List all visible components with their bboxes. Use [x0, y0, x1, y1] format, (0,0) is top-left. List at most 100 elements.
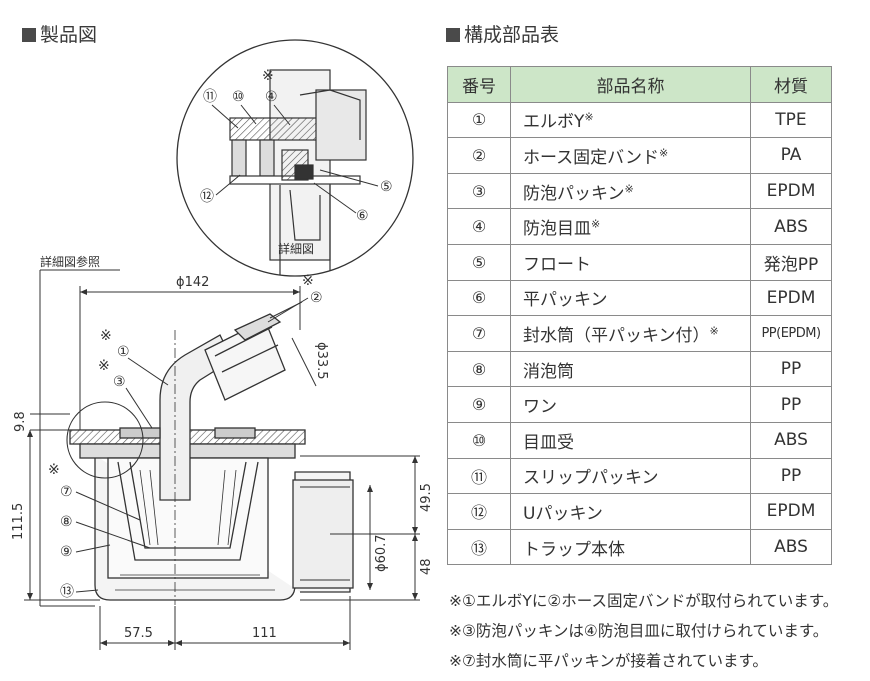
- table-row: ⑥ 平パッキン EPDM: [447, 279, 832, 317]
- part-name: スリップパッキン: [523, 468, 659, 489]
- part-number: ①: [447, 101, 511, 139]
- part-number: ⑬: [447, 528, 511, 566]
- dim-111: 111: [252, 626, 277, 641]
- part-name: ワン: [523, 397, 557, 418]
- part-name-cell: トラップ本体: [510, 528, 751, 566]
- part-name: 防泡目皿: [523, 219, 591, 240]
- part-name: エルボY: [523, 112, 585, 133]
- note-1: ※①エルボYに②ホース固定バンドが取付られています。: [449, 592, 839, 610]
- part-name: フロート: [523, 254, 591, 275]
- part-name-cell: 消泡筒: [510, 350, 751, 388]
- dim-9-8: 9.8: [13, 411, 28, 432]
- part-name-cell: 目皿受: [510, 421, 751, 459]
- part-name: トラップ本体: [523, 539, 625, 560]
- callout-4: ④: [265, 89, 278, 105]
- product-drawing: 詳細図 ※ ⑪ ⑩ ④ ⑤ ⑥ ⑫: [11, 39, 434, 650]
- part-name-cell: 防泡パッキン※: [510, 172, 751, 210]
- mark-1: ※: [100, 328, 112, 344]
- callout-6: ⑥: [356, 208, 369, 224]
- part-number: ②: [447, 137, 511, 174]
- mark-3: ※: [98, 358, 110, 374]
- table-row: ⑫ Uパッキン EPDM: [447, 493, 832, 530]
- part-number: ⑩: [447, 421, 511, 459]
- detail-reference-label: 詳細図参照: [40, 254, 100, 269]
- mark-2: ※: [302, 273, 314, 289]
- header-part-name: 部品名称: [510, 66, 751, 103]
- part-mark: ※: [624, 181, 634, 195]
- part-name: 封水筒（平パッキン付）: [523, 325, 710, 346]
- part-number: ⑨: [447, 386, 511, 423]
- detail-reference-circle: [66, 401, 144, 479]
- part-name-cell: 防泡目皿※: [510, 208, 751, 245]
- part-material: ABS: [750, 421, 832, 459]
- dim-57-5: 57.5: [124, 626, 153, 641]
- part-material: EPDM: [750, 279, 832, 317]
- part-number: ③: [447, 172, 511, 210]
- part-material: EPDM: [750, 493, 832, 530]
- part-name: ホース固定バンド: [523, 147, 659, 168]
- part-material: PP: [750, 350, 832, 388]
- callout-10: ⑩: [232, 89, 245, 105]
- dim-phi33-5: ϕ33.5: [314, 342, 329, 380]
- title-square-icon: [22, 28, 36, 42]
- table-row: ⑪ スリップパッキン PP: [447, 457, 832, 495]
- part-name: Uパッキン: [523, 503, 603, 524]
- part-material: ABS: [750, 528, 832, 566]
- header-number: 番号: [447, 66, 511, 103]
- product-drawing-title: 製品図: [22, 20, 97, 47]
- part-name-cell: 封水筒（平パッキン付）※: [510, 315, 751, 352]
- dim-phi142: ϕ142: [176, 275, 209, 290]
- part-name-cell: ワン: [510, 386, 751, 423]
- mark-7: ※: [48, 462, 60, 478]
- callout-3: ③: [113, 374, 126, 390]
- product-drawing-title-text: 製品図: [40, 24, 98, 46]
- callout-1: ①: [117, 344, 130, 360]
- detail-mark: ※: [262, 68, 274, 84]
- detail-view: 詳細図 ※ ⑪ ⑩ ④ ⑤ ⑥ ⑫: [176, 39, 414, 277]
- part-mark: ※: [709, 324, 719, 338]
- callout-9: ⑨: [60, 544, 73, 560]
- callout-12: ⑫: [200, 189, 214, 205]
- part-name: 平パッキン: [523, 290, 608, 311]
- part-name-cell: 平パッキン: [510, 279, 751, 317]
- part-number: ⑪: [447, 457, 511, 495]
- part-number: ⑥: [447, 279, 511, 317]
- part-name: 消泡筒: [523, 361, 574, 382]
- part-name-cell: スリップパッキン: [510, 457, 751, 495]
- part-number: ⑫: [447, 493, 511, 530]
- table-row: ⑨ ワン PP: [447, 386, 832, 423]
- part-name: 目皿受: [523, 432, 574, 453]
- part-number: ⑦: [447, 315, 511, 352]
- part-name-cell: エルボY※: [510, 101, 751, 139]
- part-material: EPDM: [750, 172, 832, 210]
- part-number: ⑧: [447, 350, 511, 388]
- part-material: 発泡PP: [750, 243, 832, 281]
- part-mark: ※: [584, 110, 594, 124]
- callout-8: ⑧: [60, 514, 73, 530]
- note-3: ※⑦封水筒に平パッキンが接着されています。: [449, 652, 768, 670]
- part-name-cell: Uパッキン: [510, 493, 751, 530]
- detail-view-label: 詳細図: [278, 241, 314, 256]
- part-material: PP: [750, 386, 832, 423]
- part-material: PP(EPDM): [750, 315, 832, 352]
- part-name-cell: ホース固定バンド※: [510, 137, 751, 174]
- part-material: PP: [750, 457, 832, 495]
- table-row: ⑩ 目皿受 ABS: [447, 421, 832, 459]
- callout-5: ⑤: [380, 179, 393, 195]
- dim-49-5: 49.5: [419, 483, 434, 512]
- part-name-cell: フロート: [510, 243, 751, 281]
- parts-table-title: 構成部品表: [446, 20, 559, 47]
- header-material: 材質: [750, 66, 832, 103]
- part-material: ABS: [750, 208, 832, 245]
- parts-table-title-text: 構成部品表: [464, 24, 560, 46]
- trap-section-view: [69, 313, 354, 605]
- part-material: PA: [750, 137, 832, 174]
- part-material: TPE: [750, 101, 832, 139]
- callout-2: ②: [310, 290, 323, 306]
